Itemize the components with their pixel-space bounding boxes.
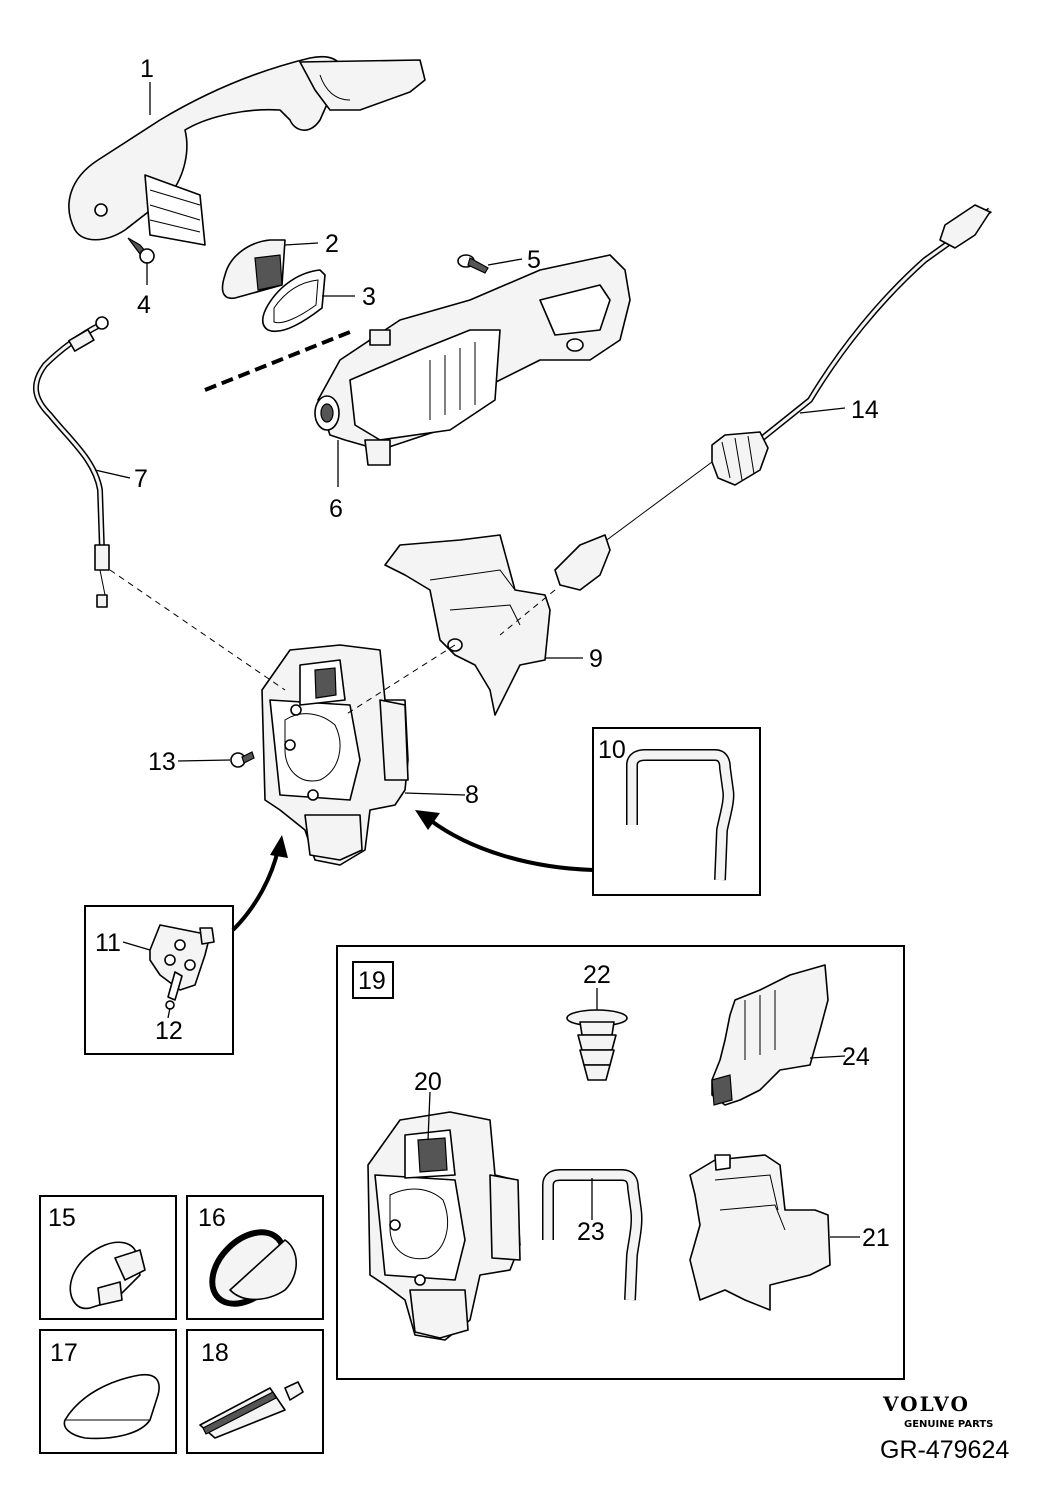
part-17-cap bbox=[63, 1373, 160, 1440]
box-11-12 bbox=[84, 905, 234, 1055]
callout-24: 24 bbox=[842, 1043, 870, 1071]
part-4-screw bbox=[127, 237, 155, 264]
callout-14: 14 bbox=[851, 396, 879, 424]
leader-lines bbox=[94, 82, 860, 1238]
callout-16: 16 bbox=[198, 1204, 226, 1232]
guide-line-7-8 bbox=[109, 569, 286, 691]
arrow-10-head bbox=[415, 810, 440, 830]
callout-7: 7 bbox=[134, 465, 148, 493]
part-11-plate bbox=[149, 924, 215, 991]
part-13-screw bbox=[230, 751, 255, 768]
callout-1: 1 bbox=[140, 55, 154, 83]
part-10-bracket bbox=[626, 749, 735, 881]
box-19-tag bbox=[352, 961, 394, 999]
callout-19: 19 bbox=[358, 967, 386, 995]
callout-4: 4 bbox=[137, 291, 151, 319]
part-22-grommet bbox=[566, 1009, 628, 1081]
part-24-bracket bbox=[711, 964, 829, 1106]
callout-22: 22 bbox=[583, 961, 611, 989]
part-2-cap bbox=[221, 239, 286, 300]
callout-17: 17 bbox=[50, 1339, 78, 1367]
part-9-cover bbox=[384, 534, 551, 716]
part-3-gasket bbox=[261, 269, 326, 332]
box-18 bbox=[186, 1329, 324, 1454]
callout-23: 23 bbox=[577, 1218, 605, 1246]
callout-11: 11 bbox=[95, 929, 121, 957]
part-21-cover bbox=[689, 1154, 831, 1311]
callout-20: 20 bbox=[414, 1068, 442, 1096]
part-7-cable bbox=[33, 316, 110, 608]
callout-6: 6 bbox=[329, 495, 343, 523]
part-15-plug bbox=[69, 1241, 146, 1310]
box-16 bbox=[186, 1195, 324, 1320]
callout-21: 21 bbox=[862, 1224, 890, 1252]
part-8-lock bbox=[261, 644, 409, 866]
callout-3: 3 bbox=[362, 283, 376, 311]
callout-2: 2 bbox=[325, 230, 339, 258]
part-16-plug bbox=[209, 1229, 297, 1307]
arrow-10-to-8 bbox=[428, 818, 594, 872]
assembly-dash-line bbox=[204, 330, 351, 392]
callout-10: 10 bbox=[598, 736, 626, 764]
box-15 bbox=[39, 1195, 177, 1320]
guide-line-14-9 bbox=[499, 589, 556, 636]
brand-tagline: GENUINE PARTS bbox=[904, 1419, 993, 1430]
diagram-reference: GR-479624 bbox=[880, 1436, 1009, 1464]
part-20-lock bbox=[367, 1111, 521, 1341]
part-18-grease-tube bbox=[199, 1381, 304, 1439]
arrow-11-head bbox=[270, 835, 288, 858]
box-17 bbox=[39, 1329, 177, 1454]
part-14-cable bbox=[554, 204, 992, 591]
part-6-handle-bracket bbox=[314, 254, 631, 466]
box-10 bbox=[592, 727, 761, 896]
callout-13: 13 bbox=[148, 748, 176, 776]
callout-12: 12 bbox=[155, 1017, 183, 1045]
callout-labels: 1 2 3 4 5 6 7 8 9 10 11 12 13 14 15 16 1… bbox=[48, 55, 890, 1367]
callout-18: 18 bbox=[201, 1339, 229, 1367]
part-23-bracket bbox=[542, 1169, 643, 1301]
part-5-screw bbox=[457, 254, 489, 274]
callout-9: 9 bbox=[589, 645, 603, 673]
callout-15: 15 bbox=[48, 1204, 76, 1232]
callout-5: 5 bbox=[527, 246, 541, 274]
callout-8: 8 bbox=[465, 781, 479, 809]
brand-logo: VOLVO GENUINE PARTS bbox=[882, 1392, 993, 1430]
part-1-door-handle bbox=[68, 56, 426, 246]
arrow-11-to-8 bbox=[231, 849, 280, 932]
brand-logo-text: VOLVO bbox=[882, 1392, 970, 1416]
box-19 bbox=[336, 945, 905, 1380]
